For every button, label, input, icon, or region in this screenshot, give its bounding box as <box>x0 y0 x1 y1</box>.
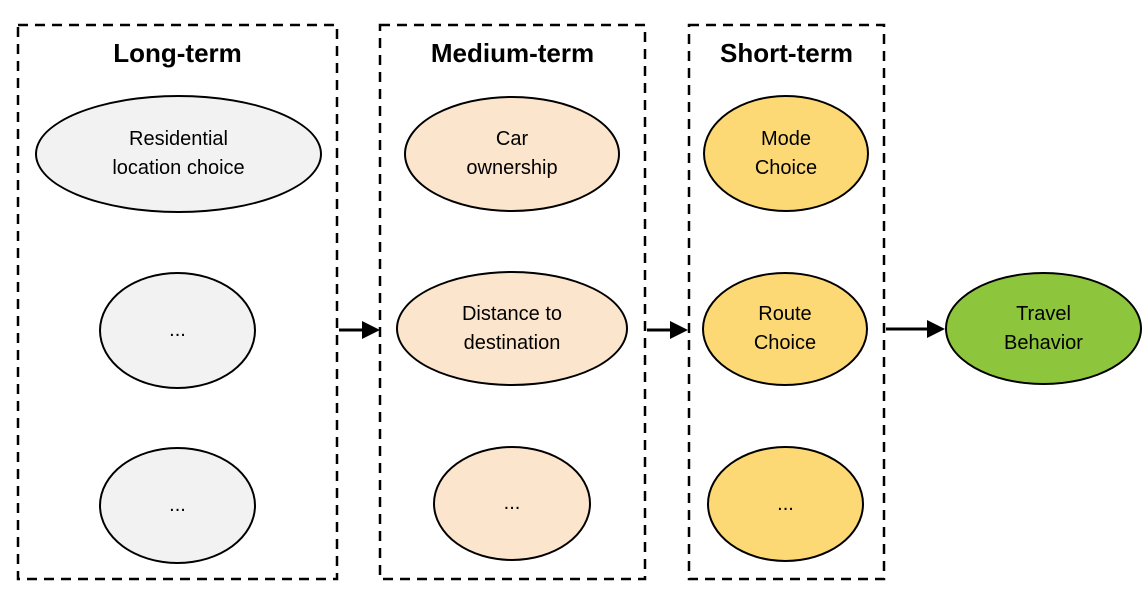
node-label: ... <box>169 494 186 516</box>
node-label: ... <box>777 492 794 515</box>
node-car-ownership: Car ownership <box>404 96 620 212</box>
node-label: ... <box>503 492 521 514</box>
long-term-title: Long-term <box>113 38 242 68</box>
node-residential-location-choice: Residential location choice <box>35 95 322 213</box>
node-label: Car ownership <box>466 128 558 179</box>
node-long-term-ellipsis-2: ... <box>99 447 256 564</box>
node-mode-choice: Mode Choice <box>703 95 869 212</box>
node-label: Travel Behavior <box>1004 302 1083 354</box>
node-route-choice: Route Choice <box>702 272 868 386</box>
node-label: ... <box>169 319 186 341</box>
arrow-short-to-travel-icon <box>886 320 945 338</box>
node-short-term-ellipsis: ... <box>707 446 864 562</box>
long-term-box <box>16 23 339 581</box>
medium-term-title: Medium-term <box>430 38 595 68</box>
node-label: Distance to destination <box>461 302 563 354</box>
node-label: Residential location choice <box>112 128 245 179</box>
node-label: Mode Choice <box>754 127 818 179</box>
node-distance-to-destination: Distance to destination <box>396 271 628 386</box>
medium-term-box <box>378 23 647 581</box>
node-travel-behavior: Travel Behavior <box>945 272 1142 385</box>
node-medium-term-ellipsis: ... <box>433 446 591 561</box>
short-term-title: Short-term <box>720 38 853 68</box>
node-label: Route Choice <box>753 303 817 354</box>
node-long-term-ellipsis-1: ... <box>99 272 256 389</box>
arrow-medium-to-short-icon <box>647 321 688 339</box>
arrow-long-to-medium-icon <box>339 321 380 339</box>
